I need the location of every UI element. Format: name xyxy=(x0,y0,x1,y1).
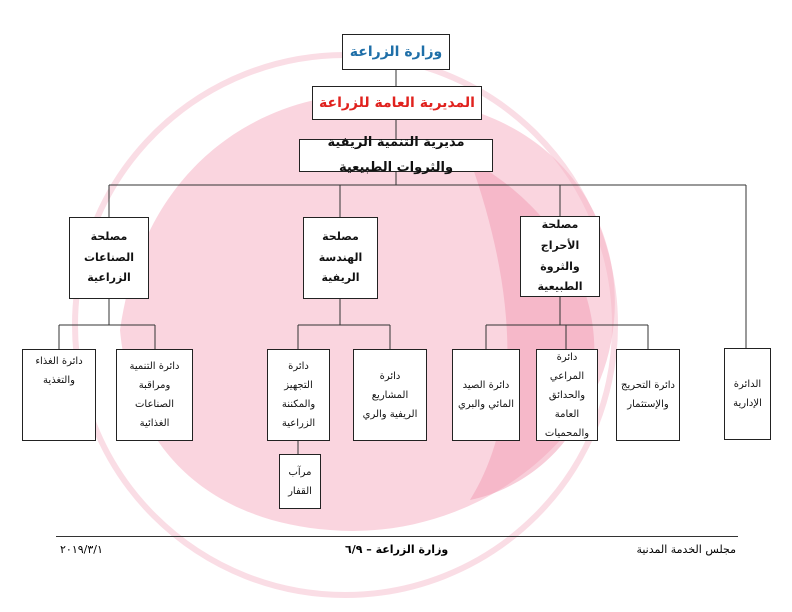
hangar-label: مرآب القفار xyxy=(288,466,312,497)
dept-pastures-label: دائرة المراعي والحدائق العامة والمحميات xyxy=(544,351,590,439)
footer-org: مجلس الخدمة المدنية xyxy=(636,543,736,556)
dept-pastures-box: دائرة المراعي والحدائق العامة والمحميات xyxy=(536,349,598,441)
directorate-general-label: المديرية العامة للزراعة xyxy=(319,94,475,111)
dept-food-box: دائرة الغذاء والتغذية xyxy=(22,349,96,441)
service-industries-box: مصلحة الصناعات الزراعية xyxy=(69,217,149,299)
service-forests-label: مصلحة الأحراج والثروة الطبيعية xyxy=(537,217,583,294)
service-engineering-box: مصلحة الهندسة الريفية xyxy=(303,217,378,299)
directorate-box: مديرية التنمية الريفية والثروات الطبيعية xyxy=(299,135,493,175)
dept-equipment-box: دائرة التجهيز والمكننة الزراعية xyxy=(267,349,330,441)
dept-admin-box: الدائرة الإدارية xyxy=(724,348,771,440)
dept-admin-label: الدائرة الإدارية xyxy=(733,379,762,409)
dept-fishing-label: دائرة الصيد المائي والبري xyxy=(458,380,514,410)
ministry-label: وزارة الزراعة xyxy=(349,43,443,60)
directorate-general-box: المديرية العامة للزراعة xyxy=(312,86,482,120)
dept-food-label: دائرة الغذاء والتغذية xyxy=(35,356,83,386)
dept-afforestation-box: دائرة التحريج والإستثمار xyxy=(616,349,680,441)
dept-projects-box: دائرة المشاريع الريفية والري xyxy=(353,349,427,441)
dept-projects-label: دائرة المشاريع الريفية والري xyxy=(362,370,418,420)
dept-equipment-label: دائرة التجهيز والمكننة الزراعية xyxy=(281,361,316,429)
service-industries-label: مصلحة الصناعات الزراعية xyxy=(83,229,135,285)
footer-page: وزارة الزراعة – ٦/٩ xyxy=(345,543,449,556)
directorate-label: مديرية التنمية الريفية والثروات الطبيعية xyxy=(327,134,465,175)
ministry-box: وزارة الزراعة xyxy=(342,34,450,70)
hangar-box: مرآب القفار xyxy=(279,454,321,509)
dept-afforestation-label: دائرة التحريج والإستثمار xyxy=(620,380,675,410)
footer-divider xyxy=(56,536,738,537)
footer-date: ٢٠١٩/٣/١ xyxy=(60,543,103,556)
service-engineering-label: مصلحة الهندسة الريفية xyxy=(318,229,363,285)
dept-fishing-box: دائرة الصيد المائي والبري xyxy=(452,349,520,441)
service-forests-box: مصلحة الأحراج والثروة الطبيعية xyxy=(520,216,600,297)
dept-food-dev-box: دائرة التنمية ومراقبة الصناعات الغذائية xyxy=(116,349,193,441)
dept-food-dev-label: دائرة التنمية ومراقبة الصناعات الغذائية xyxy=(129,361,180,429)
